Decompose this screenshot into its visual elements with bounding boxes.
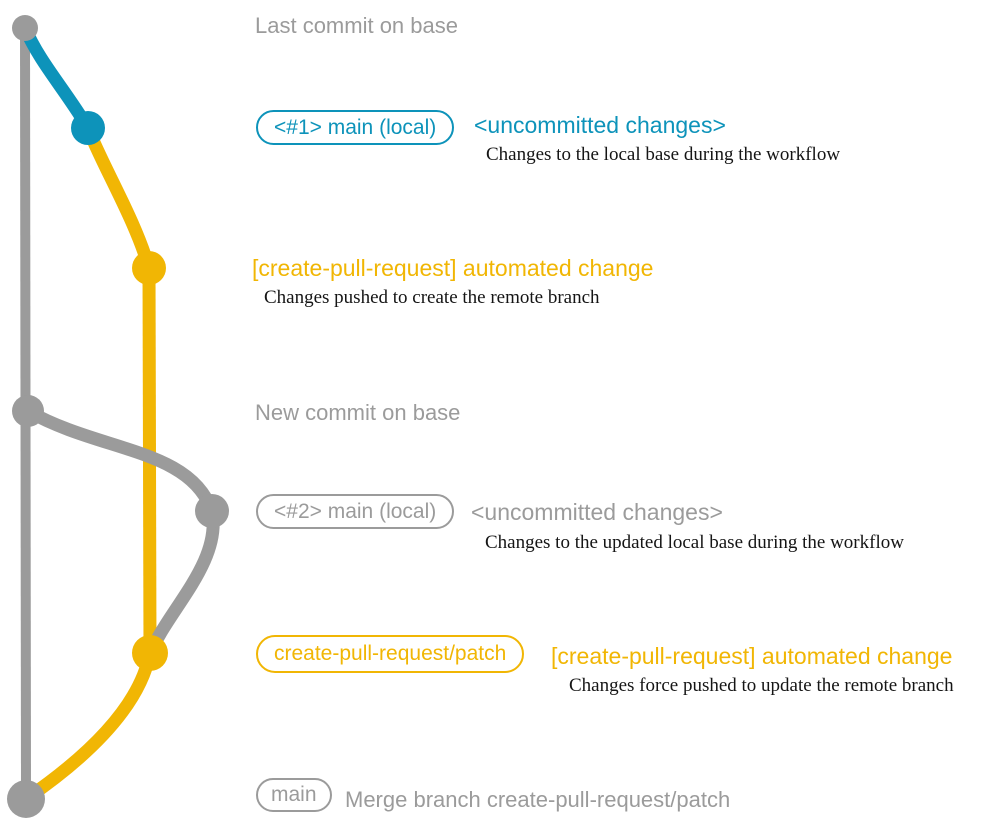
commit-dot-patch-1	[132, 251, 166, 285]
description-local-changes-1: Changes to the local base during the wor…	[486, 144, 841, 165]
badge-main-local-2: <#2> main (local)	[256, 494, 455, 529]
badge-patch-branch: create-pull-request/patch	[256, 635, 525, 673]
commit-dot-base-bottom	[7, 780, 45, 818]
status-uncommitted-changes-1: <uncommitted changes>	[474, 112, 726, 138]
commit-dot-patch-2	[132, 635, 168, 671]
branch-line-local-changes-2-in	[144, 504, 220, 659]
branch-line-local-changes-2-out	[21, 404, 219, 518]
status-uncommitted-changes-2: <uncommitted changes>	[471, 499, 723, 525]
description-push-2: Changes force pushed to update the remot…	[569, 675, 954, 696]
commit-dot-base-top	[12, 15, 38, 41]
badge-main: main	[256, 778, 332, 812]
commit-dot-local-2	[195, 494, 229, 528]
branch-line-local-changes-1	[18, 21, 95, 135]
commit-dot-local-1	[71, 111, 105, 145]
label-last-commit-on-base: Last commit on base	[255, 13, 458, 38]
commit-message-automated-change-2: [create-pull-request] automated change	[551, 643, 953, 669]
description-local-changes-2: Changes to the updated local base during…	[485, 532, 904, 553]
branch-line-patch-merge	[19, 646, 157, 806]
branch-line-patch-create	[81, 121, 156, 275]
badge-main-local-1: <#1> main (local)	[256, 110, 455, 145]
description-push-1: Changes pushed to create the remote bran…	[264, 287, 600, 308]
commit-message-automated-change-1: [create-pull-request] automated change	[252, 255, 654, 281]
commit-message-merge: Merge branch create-pull-request/patch	[345, 787, 731, 812]
commit-dot-base-mid	[12, 395, 44, 427]
label-new-commit-on-base: New commit on base	[255, 400, 461, 425]
